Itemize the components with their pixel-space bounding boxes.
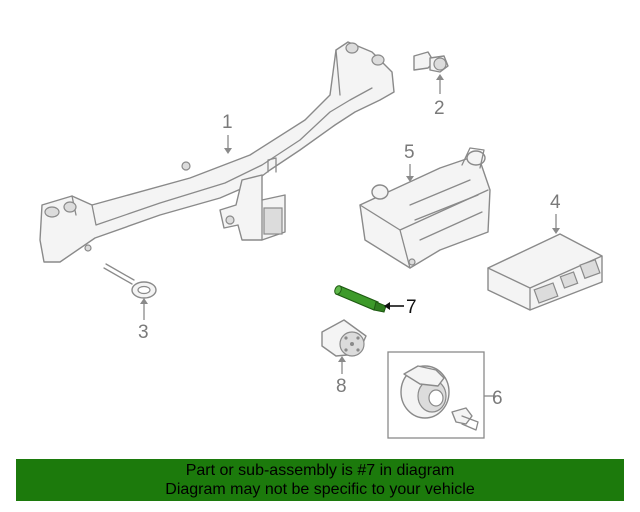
tow-eye-part[interactable]	[103, 263, 157, 299]
hitch-crossmember-part[interactable]	[39, 41, 395, 263]
control-module-part[interactable]	[487, 233, 603, 311]
callout-label-4: 4	[550, 192, 561, 213]
callout-label-5: 5	[404, 142, 415, 163]
banner-line-disclaimer: Diagram may not be specific to your vehi…	[165, 481, 475, 498]
callout-arrows	[140, 74, 560, 397]
bracket-part[interactable]	[359, 147, 491, 269]
callout-label-7: 7	[406, 297, 417, 318]
callout-label-1: 1	[222, 112, 233, 133]
socket-assembly-part[interactable]	[387, 351, 485, 439]
pin-part-highlighted[interactable]	[333, 285, 387, 313]
callout-label-6: 6	[492, 388, 503, 409]
notice-banner: Part or sub-assembly is #7 in diagram Di…	[16, 459, 624, 501]
callout-label-3: 3	[138, 322, 149, 343]
parts-diagram: 1 2 3 4 5 6 7 8	[39, 41, 603, 439]
cylinder-part[interactable]	[321, 319, 367, 357]
bolt-part[interactable]	[413, 51, 449, 73]
callout-label-2: 2	[434, 98, 445, 119]
banner-line-part-number: Part or sub-assembly is #7 in diagram	[185, 462, 455, 479]
callout-label-8: 8	[336, 376, 347, 397]
